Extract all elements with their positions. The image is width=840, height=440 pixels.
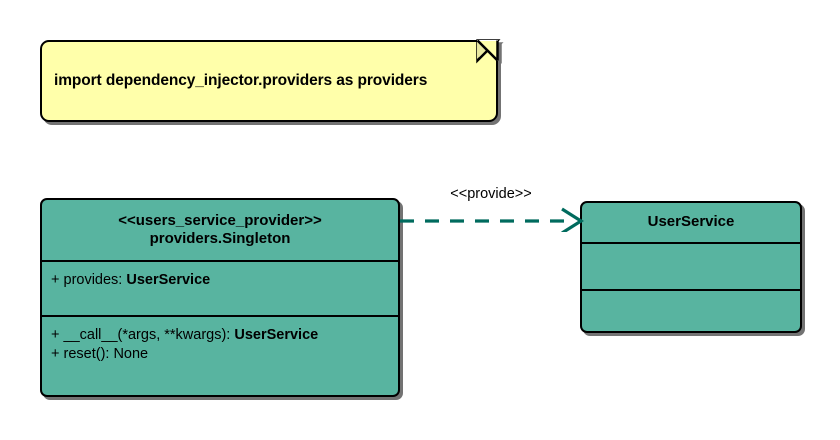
- attribute-label: provides:: [63, 272, 127, 288]
- dependency-arrow-icon: [400, 207, 584, 235]
- class-box-user-service[interactable]: UserService: [580, 201, 802, 333]
- operation-label: __call__(*args, **kwargs):: [63, 327, 235, 343]
- class-header-users-service-provider: <<users_service_provider>> providers.Sin…: [42, 200, 398, 260]
- class-box-users-service-provider[interactable]: <<users_service_provider>> providers.Sin…: [40, 198, 400, 397]
- operation-label: reset(): None: [63, 346, 149, 363]
- attribute-visibility: +: [51, 272, 60, 288]
- attribute-row: + provides: UserService: [51, 271, 389, 290]
- class-operations-compartment: + __call__(*args, **kwargs): UserService…: [42, 315, 398, 370]
- attribute-type: UserService: [126, 272, 211, 288]
- note-shape: [40, 40, 498, 122]
- operation-row: + __call__(*args, **kwargs): UserService: [51, 326, 389, 345]
- operation-row: + reset(): None: [51, 345, 389, 364]
- class-attributes-compartment: [582, 242, 800, 289]
- class-stereotype: <<users_service_provider>>: [118, 211, 322, 229]
- operation-visibility: +: [51, 327, 60, 343]
- operation-type: UserService: [234, 327, 319, 343]
- note-text: import dependency_injector.providers as …: [54, 72, 428, 89]
- class-header-user-service: UserService: [582, 203, 800, 242]
- operation-visibility: +: [51, 346, 60, 363]
- class-operations-compartment: [582, 289, 800, 331]
- note-fold-corner-icon: [476, 39, 501, 64]
- connector-label: <<provide>>: [450, 186, 532, 202]
- class-name: providers.Singleton: [149, 230, 291, 247]
- class-attributes-compartment: + provides: UserService: [42, 260, 398, 315]
- dependency-connector-provide[interactable]: <<provide>>: [396, 186, 586, 235]
- class-name: UserService: [647, 213, 735, 231]
- note-import[interactable]: import dependency_injector.providers as …: [40, 39, 501, 122]
